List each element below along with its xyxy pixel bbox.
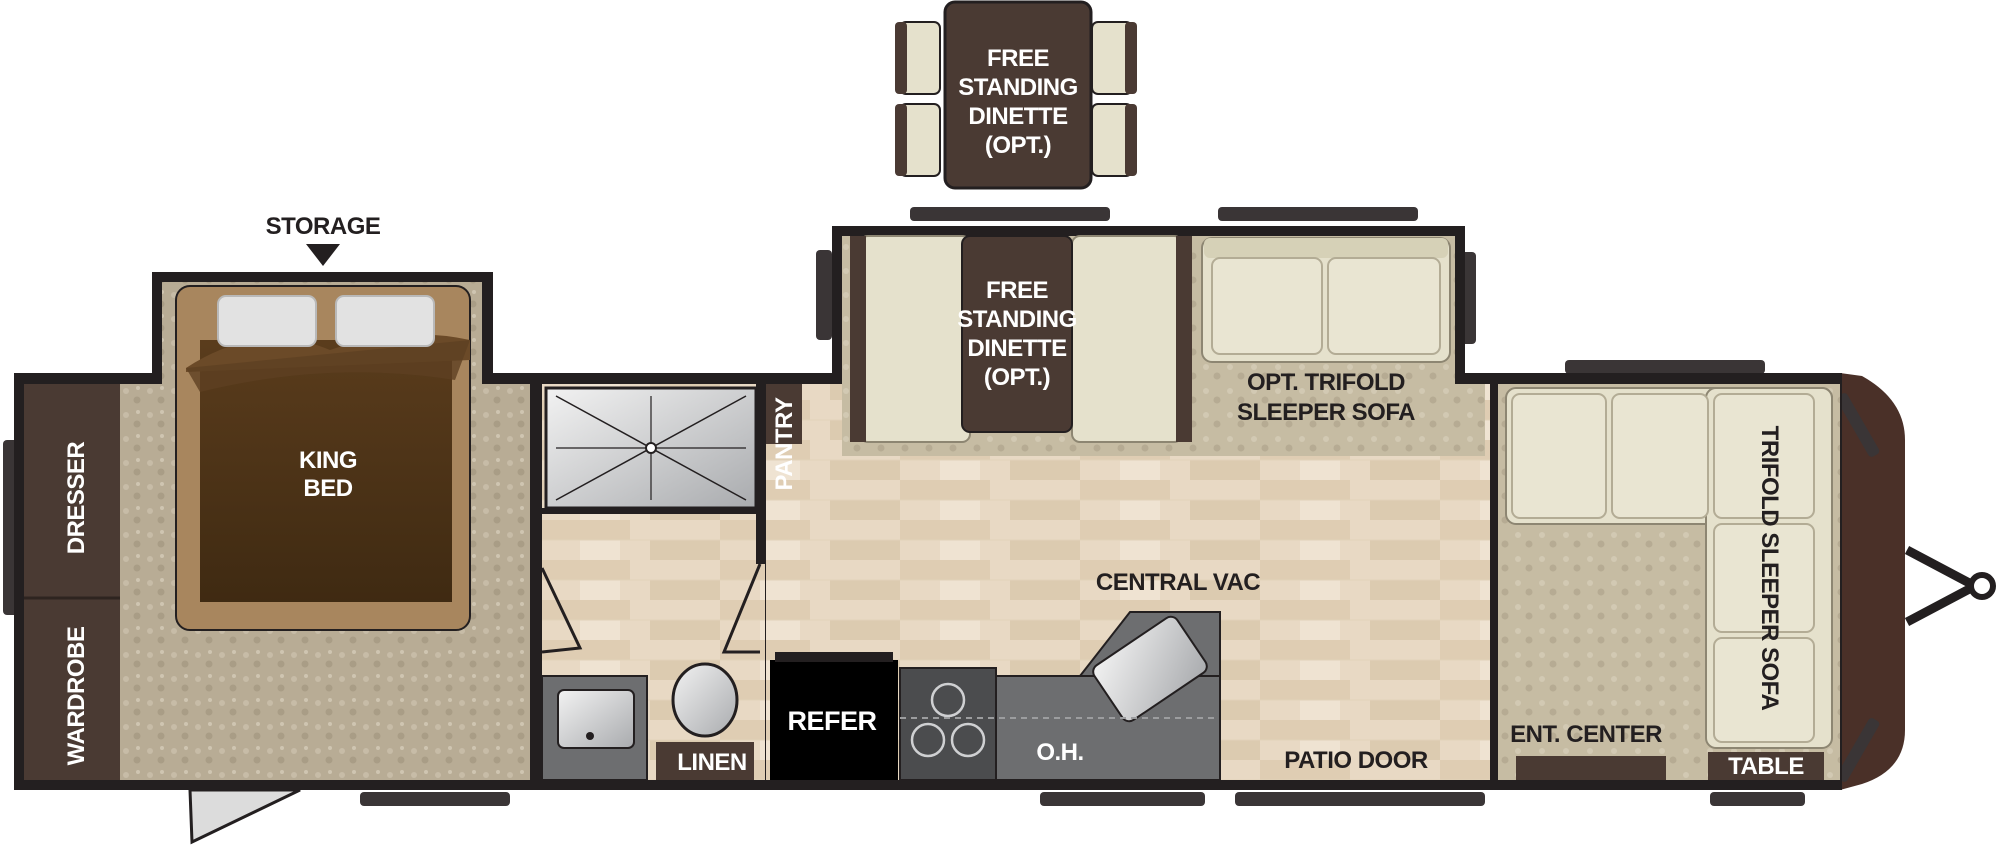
dinette-top-label-3: DINETTE	[968, 103, 1068, 130]
ent-center-label: ENT. CENTER	[1510, 721, 1662, 748]
overhead-label: O.H.	[1036, 739, 1083, 766]
dinette-top-label-2: STANDING	[958, 74, 1078, 101]
dinette-slide-label-2: STANDING	[957, 306, 1077, 333]
dinette-top-label-1: FREE	[987, 45, 1050, 72]
bathroom	[540, 384, 802, 781]
pantry-label: PANTRY	[771, 397, 798, 490]
storage-arrow-icon	[306, 244, 340, 266]
linen-label: LINEN	[677, 749, 747, 776]
wardrobe-label: WARDROBE	[63, 626, 90, 765]
optional-dinette-top	[895, 0, 1137, 190]
living-slideout	[842, 235, 1485, 456]
refrigerator-label: REFER	[787, 706, 876, 736]
trifold-sleeper-sofa-label: TRIFOLD SLEEPER SOFA	[1756, 426, 1783, 711]
bedroom	[24, 282, 542, 845]
opt-sofa-label-line2: SLEEPER SOFA	[1237, 399, 1415, 426]
front-living-area	[1490, 384, 1840, 780]
dresser-label: DRESSER	[63, 442, 90, 555]
opt-sofa-label-line1: OPT. TRIFOLD	[1247, 369, 1405, 396]
storage-label: STORAGE	[266, 213, 381, 240]
trailer-hitch	[1904, 546, 1996, 626]
dinette-top-label-4: (OPT.)	[985, 132, 1051, 159]
table-label: TABLE	[1728, 753, 1804, 780]
kitchen	[770, 611, 1221, 781]
dinette-slide-label-3: DINETTE	[967, 335, 1067, 362]
central-vac-label: CENTRAL VAC	[1096, 569, 1260, 596]
patio-door-label: PATIO DOOR	[1284, 747, 1428, 774]
dinette-slide-label-1: FREE	[986, 277, 1049, 304]
dinette-slide-label-4: (OPT.)	[984, 364, 1050, 391]
front-cap	[1840, 373, 1905, 790]
front-cap-windows	[1836, 393, 1880, 782]
king-bed-label-line2: BED	[303, 475, 352, 502]
labels: STORAGE KING BED DRESSER WARDROBE PANTRY…	[63, 45, 1805, 780]
king-bed-label-line1: KING	[299, 447, 357, 474]
